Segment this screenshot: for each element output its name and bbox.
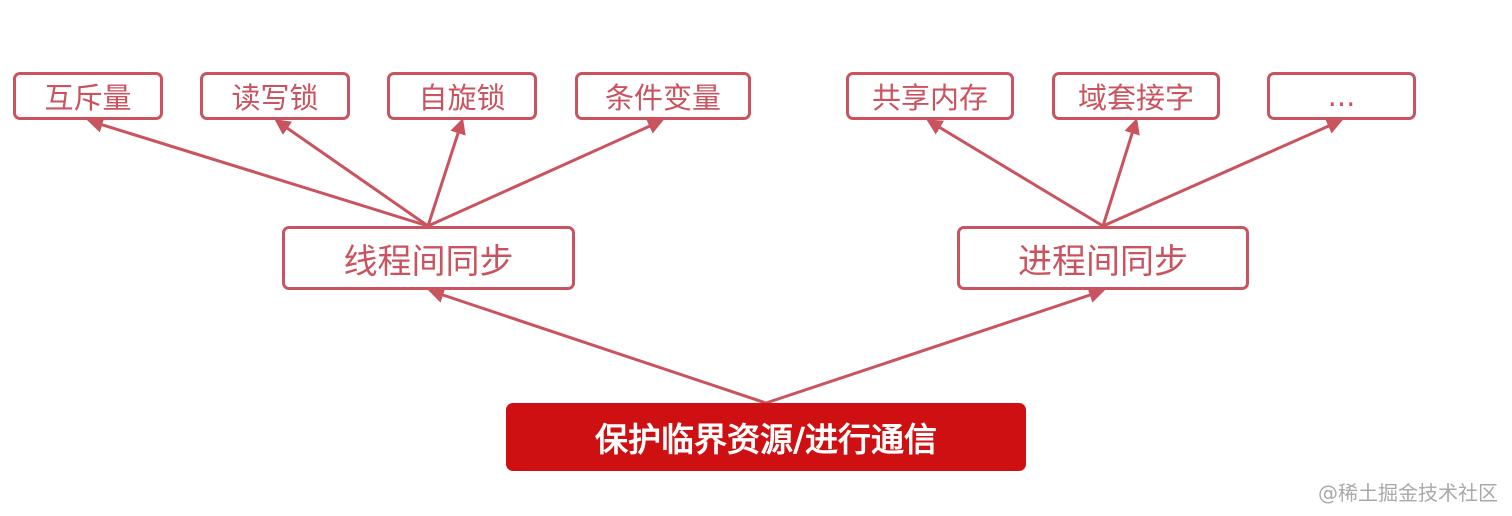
node-root-label: 保护临界资源/进行通信	[594, 420, 938, 459]
node-condition-variable-label: 条件变量	[604, 81, 721, 115]
node-more: ...	[1267, 72, 1416, 120]
arrow-thread-to-condvar	[427, 118, 664, 228]
node-domain-socket: 域套接字	[1052, 72, 1220, 120]
node-process-sync: 进程间同步	[957, 226, 1249, 290]
node-more-label: ...	[1327, 79, 1356, 113]
node-condition-variable: 条件变量	[575, 72, 751, 120]
node-thread-sync: 线程间同步	[282, 226, 575, 290]
arrow-root-to-process-sync	[765, 287, 1106, 405]
watermark: @稀土掘金技术社区	[1318, 481, 1498, 505]
node-process-sync-label: 进程间同步	[1018, 241, 1188, 282]
node-spinlock: 自旋锁	[387, 72, 537, 120]
arrow-thread-to-spinlock	[426, 117, 466, 227]
node-thread-sync-label: 线程间同步	[343, 241, 514, 282]
arrow-thread-to-mutex	[86, 117, 429, 228]
arrow-process-to-socket	[1101, 117, 1140, 227]
node-mutex-label: 互斥量	[44, 81, 132, 115]
arrow-root-to-thread-sync	[427, 287, 767, 405]
node-spinlock-label: 自旋锁	[418, 81, 506, 115]
node-domain-socket-label: 域套接字	[1077, 81, 1194, 115]
arrow-process-to-more	[1102, 118, 1343, 228]
arrow-thread-to-rwlock	[274, 119, 429, 228]
node-rwlock-label: 读写锁	[231, 81, 319, 115]
node-shared-memory: 共享内存	[846, 72, 1014, 120]
node-shared-memory-label: 共享内存	[871, 81, 988, 115]
node-mutex: 互斥量	[13, 72, 163, 120]
arrow-process-to-shm	[926, 119, 1104, 228]
node-root: 保护临界资源/进行通信	[506, 403, 1026, 471]
node-rwlock: 读写锁	[200, 72, 350, 120]
